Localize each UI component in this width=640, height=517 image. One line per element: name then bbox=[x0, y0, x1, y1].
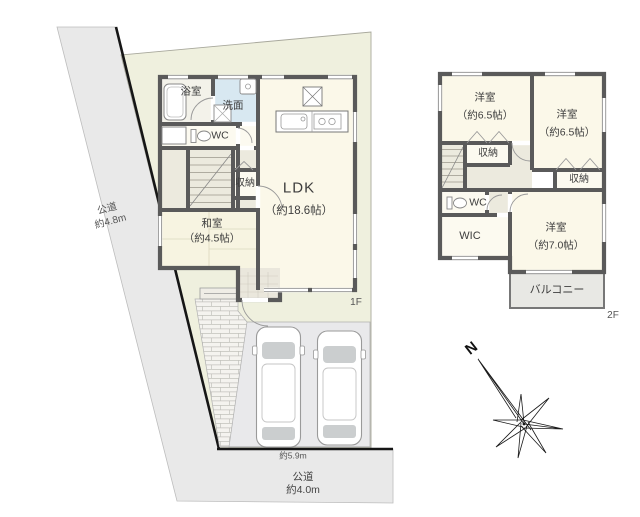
room-label-bedroom3-size: （約7.0帖） bbox=[527, 239, 585, 252]
car-1 bbox=[252, 326, 305, 448]
door-arcs-2f bbox=[486, 142, 531, 213]
bathtub-icon bbox=[163, 83, 187, 121]
room-label-ldk-size: （約18.6帖） bbox=[264, 204, 334, 217]
room-label-japanese-room: 和室 bbox=[201, 217, 223, 230]
toilet-1f-icon bbox=[161, 126, 211, 145]
building-1f bbox=[157, 74, 358, 327]
frontage-dimension: 約5.9m bbox=[279, 450, 307, 461]
closet-doors-2f-icon bbox=[466, 130, 601, 171]
balcony-outline bbox=[509, 271, 605, 309]
room-label-washroom: 洗面 bbox=[222, 99, 244, 112]
building-2f bbox=[437, 71, 607, 309]
room-label-storage-1f: 収納 bbox=[235, 177, 255, 189]
closet-door-icon bbox=[234, 160, 254, 171]
room-label-storage-2f-1: 収納 bbox=[478, 147, 498, 159]
washbasin-icon bbox=[239, 78, 257, 95]
road-bottom-width: 約4.0m bbox=[286, 484, 320, 496]
room-label-japanese-room-size: （約4.5帖） bbox=[183, 232, 241, 245]
door-openings-1f bbox=[210, 96, 268, 303]
toilet-2f-icon bbox=[446, 196, 467, 210]
stairs-1f-icon bbox=[188, 153, 233, 207]
refrigerator-space-icon bbox=[302, 86, 323, 107]
stairs-2f-icon bbox=[440, 146, 465, 189]
room-label-bedroom3: 洋室 bbox=[545, 221, 567, 234]
floor2-label: 2F bbox=[607, 309, 619, 321]
car-2 bbox=[313, 330, 366, 446]
room-label-storage-2f-2: 収納 bbox=[569, 173, 589, 185]
windows-1f bbox=[157, 74, 358, 293]
room-label-bedroom2: 洋室 bbox=[556, 108, 578, 121]
room-label-wc-2f: WC bbox=[469, 196, 487, 209]
compass-icon bbox=[477, 358, 564, 459]
road-bottom-name: 公道 bbox=[292, 470, 314, 483]
floor1-label: 1F bbox=[350, 296, 362, 308]
room-label-wic: WIC bbox=[459, 230, 481, 243]
room-label-bedroom2-size: （約6.5帖） bbox=[538, 126, 596, 139]
room-label-ldk: LDK bbox=[282, 179, 316, 197]
room-label-bath: 浴室 bbox=[180, 85, 202, 98]
room-label-wc-1f: WC bbox=[211, 129, 229, 142]
room-label-bedroom1-size: （約6.5帖） bbox=[456, 109, 514, 122]
door-openings-2f bbox=[484, 140, 572, 275]
room-label-bedroom1: 洋室 bbox=[474, 91, 496, 104]
approach-path bbox=[194, 287, 248, 448]
washing-machine-icon bbox=[213, 104, 232, 123]
windows-2f bbox=[437, 71, 607, 275]
room-label-balcony: バルコニー bbox=[529, 284, 585, 297]
tatami-grid bbox=[160, 210, 258, 268]
door-arcs-1f bbox=[190, 97, 283, 327]
road-bottom-label: 公道 約4.0m bbox=[286, 471, 320, 497]
kitchen-counter-icon bbox=[275, 110, 349, 133]
